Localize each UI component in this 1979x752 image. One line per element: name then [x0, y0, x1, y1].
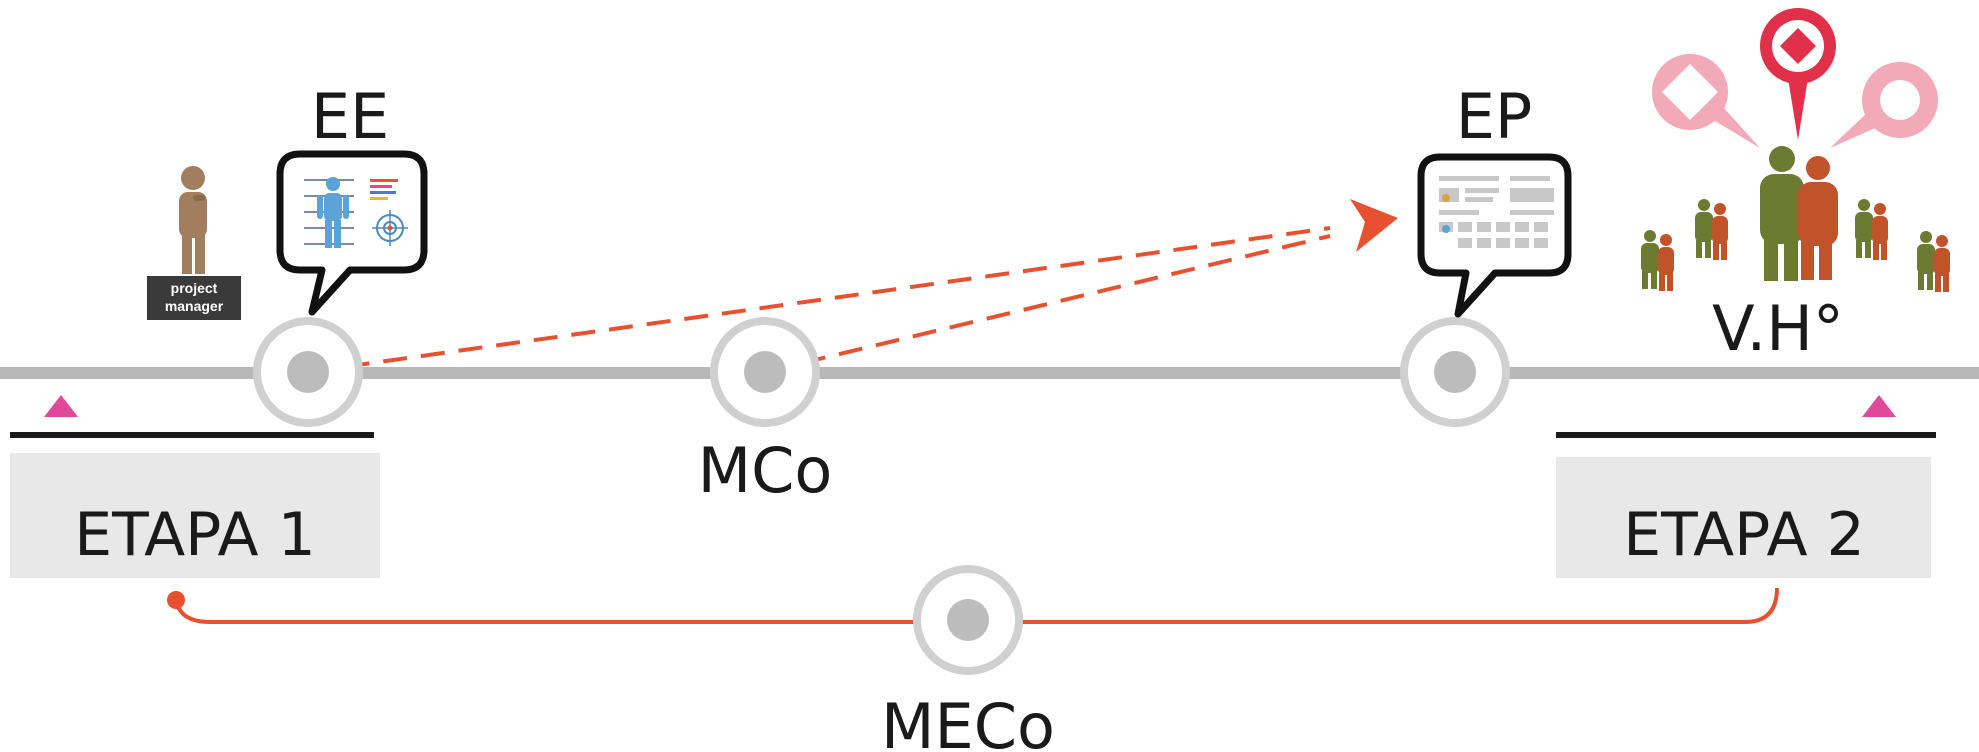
mco-to-ep-arrow: [764, 234, 1331, 374]
speech-bubble-dashboard-icon: [1417, 153, 1572, 318]
project-manager-tag: [147, 276, 241, 320]
node-meco: [913, 565, 1023, 675]
pm-label-line2: manager: [165, 298, 224, 314]
people-group-icon: [1641, 146, 1950, 292]
diamond-marker-icon: [1652, 54, 1760, 148]
vh-label: V.H°: [1712, 292, 1844, 365]
node-ee: [253, 317, 363, 427]
etapa1-marker-icon: [44, 395, 78, 417]
etapa2-marker-icon: [1862, 395, 1896, 417]
mco-label: MCo: [698, 434, 833, 507]
red-diamond-pin-icon: [1760, 8, 1836, 140]
etapa2-bracket: [1556, 432, 1936, 438]
circle-marker-icon: [1830, 62, 1938, 148]
project-manager-figure-icon: [179, 166, 207, 274]
node-mco: [710, 317, 820, 427]
pm-label-line1: project: [171, 280, 218, 296]
etapa1-box: [10, 453, 380, 578]
speech-bubble-body-chart-icon: [276, 150, 428, 316]
etapa2-box: [1556, 457, 1931, 578]
etapa2-label: ETAPA 2: [1623, 500, 1865, 570]
etapa1-label: ETAPA 1: [74, 500, 316, 570]
etapa1-bracket: [10, 432, 374, 438]
ee-label: EE: [311, 80, 389, 153]
ee-to-ep-arrow: [307, 226, 1331, 374]
meco-label: MECo: [881, 690, 1055, 752]
ep-label: EP: [1456, 80, 1533, 153]
node-ep: [1400, 317, 1510, 427]
arrowhead-icon: [1350, 199, 1398, 252]
